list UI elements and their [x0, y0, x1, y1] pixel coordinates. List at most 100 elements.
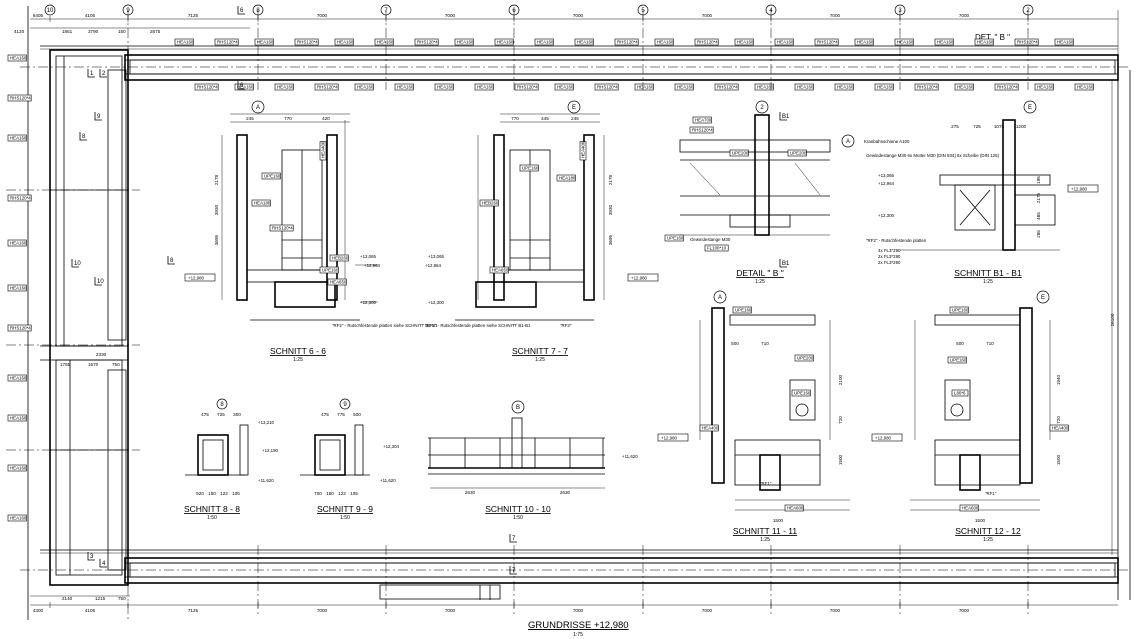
- b1-rf2: "RF2" - Rutschfestende platten: [866, 238, 927, 243]
- top-band-tag-b-1-text: HEA160: [237, 85, 254, 90]
- bot-dim2-0: 2140: [62, 596, 73, 601]
- s8-elev-3: +11,620: [258, 478, 274, 483]
- top-band-tag-20: HEA160: [974, 38, 994, 46]
- top-band-tag-b-4-text: HEA160: [357, 85, 374, 90]
- detb-tags-1-text: RHS120*4: [692, 128, 713, 133]
- cut-mark-14: B1: [779, 259, 790, 268]
- s7-tags-4: HEA650: [489, 266, 509, 274]
- s12-tags-0: UPE160: [949, 306, 969, 314]
- top-band-tag-b-21-text: HEA160: [1037, 85, 1054, 90]
- grid-bubble-10: [44, 4, 56, 16]
- b1-axis-e: E: [1028, 105, 1032, 111]
- top-band-tag-6-text: RHS120*4: [417, 40, 438, 45]
- top-band-tag-3-text: RHS120*4: [297, 40, 318, 45]
- top-band-tag-b-0-text: RHS120*4: [197, 85, 218, 90]
- s7-tags-4-text: HEA650: [492, 268, 509, 273]
- cut-mark-label-4: 1: [90, 71, 94, 77]
- s12-tags-4-text: HEA600: [962, 506, 979, 511]
- sheet-border: [27, 6, 1131, 620]
- top-band-tag-22: HEA160: [1054, 38, 1074, 46]
- elev-main-5: +12,980: [1071, 187, 1088, 192]
- s6-tags-4-text: HEB260: [332, 256, 349, 261]
- top-dim-3: 7000: [317, 13, 328, 18]
- s6-tags-1-text: UPE160: [264, 174, 281, 179]
- top-band-tag-b-4: HEA160: [354, 83, 374, 91]
- cut-mark-2: 7: [509, 534, 517, 543]
- s12-tags-1: UPE160: [947, 356, 967, 364]
- detail-b-title: DETAIL " B ": [736, 268, 784, 278]
- cut-mark-13: B1: [779, 112, 790, 121]
- left-tag-4: HEA160: [7, 239, 27, 247]
- bot-dim-6: 7000: [702, 608, 713, 613]
- grid-bubble-label-9: 9: [126, 8, 130, 14]
- left-tag-6: RHS120*4: [7, 324, 32, 332]
- top-band-tag-b-19-text: HEA160: [957, 85, 974, 90]
- s8-dims-0: 475: [201, 412, 209, 417]
- s7-dims-v-1: 3930: [608, 204, 613, 215]
- s11-tags-4-text: HEA600: [787, 506, 804, 511]
- main-title: GRUNDRISSE +12,980 1:75: [528, 620, 629, 638]
- cut-mark-1: 6: [237, 81, 245, 90]
- schnitt-11-scale: 1:25: [760, 537, 770, 543]
- grid-bubble-label-7: 7: [384, 8, 388, 14]
- detb-tags-0-text: HEA700: [695, 118, 712, 123]
- detail-b: 2 DETAIL " B " 1:25 Gewindestange M30 HE…: [664, 100, 831, 285]
- top-band-tag-b-17: HEA160: [874, 83, 894, 91]
- top-dim2-2: 3790: [88, 29, 99, 34]
- s11-tags-3-text: HEA400: [702, 426, 719, 431]
- s12-dims-v-1: 720: [1056, 416, 1061, 424]
- top-band-tag-b-20: RHS120*4: [994, 83, 1019, 91]
- cut-mark-label-12: 10: [74, 261, 81, 267]
- top-band-tag-9-text: HEA160: [537, 40, 554, 45]
- s7-dims-1: 445: [541, 116, 549, 121]
- top-band-tag-14-text: HEA160: [737, 40, 754, 45]
- top-band-tag-8-text: HEA160: [497, 40, 514, 45]
- top-band-tag-b-6-text: HEA160: [437, 85, 454, 90]
- bot-dim-2: 7125: [188, 608, 199, 613]
- cut-mark-label-1: 6: [240, 83, 244, 89]
- top-band-tag-18-text: HEA160: [897, 40, 914, 45]
- s7-dims-v-0: 2178: [608, 174, 613, 185]
- schnitt-b1-b1: A E SCHNITT B1 - B1 1:25 Kranbahnschiene…: [841, 100, 1060, 285]
- s10-dim-1: 2630: [465, 490, 476, 495]
- s7-tags-0-text: HEA400: [581, 141, 586, 158]
- s6-tags-1: UPE160: [261, 172, 281, 180]
- left-tag-2: HEA160: [7, 134, 27, 142]
- top-band-tag-b-16-text: HEA160: [837, 85, 854, 90]
- left-tag-5: HEA160: [7, 284, 27, 292]
- s12-tags-3: HEA400: [1049, 424, 1069, 432]
- top-band-tag-4: HEA160: [334, 38, 354, 46]
- s12-dims-v-0: 1940: [1056, 374, 1061, 385]
- b1-plate-2: 2x FL3*290: [878, 254, 901, 259]
- bot-dim-5: 7000: [573, 608, 584, 613]
- left-tag-2-text: HEA160: [10, 136, 27, 141]
- left-mid-dim-2: 750: [112, 362, 120, 367]
- s8-elev-1: +13,210: [258, 420, 275, 425]
- detb-tags-5-text: FL100*10: [707, 246, 727, 251]
- schnitt-9-9: 9 SCHNITT 9 - 9 1:50 +12,304 +11,620 475…: [300, 398, 400, 521]
- b1-dims-2: 1075: [994, 124, 1005, 129]
- detb-tags-3: UPE200: [787, 149, 807, 157]
- top-band-tag-3: RHS120*4: [294, 38, 319, 46]
- top-band-tag-b-10-text: RHS120*4: [597, 85, 618, 90]
- grid-bubble-label-3: 3: [898, 8, 902, 14]
- s6-elev-2: +12,964: [364, 263, 381, 268]
- top-band-tag-2-text: HEA160: [257, 40, 274, 45]
- right-edge-dim: 26100: [1110, 313, 1115, 326]
- left-tag-10: HEA160: [7, 514, 27, 522]
- axis-bubble-e: [567, 100, 581, 114]
- detb-note: Gewindestange M30: [690, 237, 731, 242]
- s11-tags-0: UPE160: [732, 306, 752, 314]
- top-band-tag-16: RHS120*4: [814, 38, 839, 46]
- left-tag-4-text: HEA160: [10, 241, 27, 246]
- s9-dims-0: 475: [321, 412, 329, 417]
- s6-tags-2: HEA180: [251, 199, 271, 207]
- left-mid-dim-0: 1765: [60, 362, 71, 367]
- s8-dims-1: 725: [217, 412, 225, 417]
- top-band-tag-12: HEA160: [654, 38, 674, 46]
- top-band-tag-11-text: RHS120*4: [617, 40, 638, 45]
- schnitt-9-scale: 1:50: [340, 515, 350, 521]
- top-band-tag-b-3-text: RHS120*4: [317, 85, 338, 90]
- left-tag-10-text: HEA160: [10, 516, 27, 521]
